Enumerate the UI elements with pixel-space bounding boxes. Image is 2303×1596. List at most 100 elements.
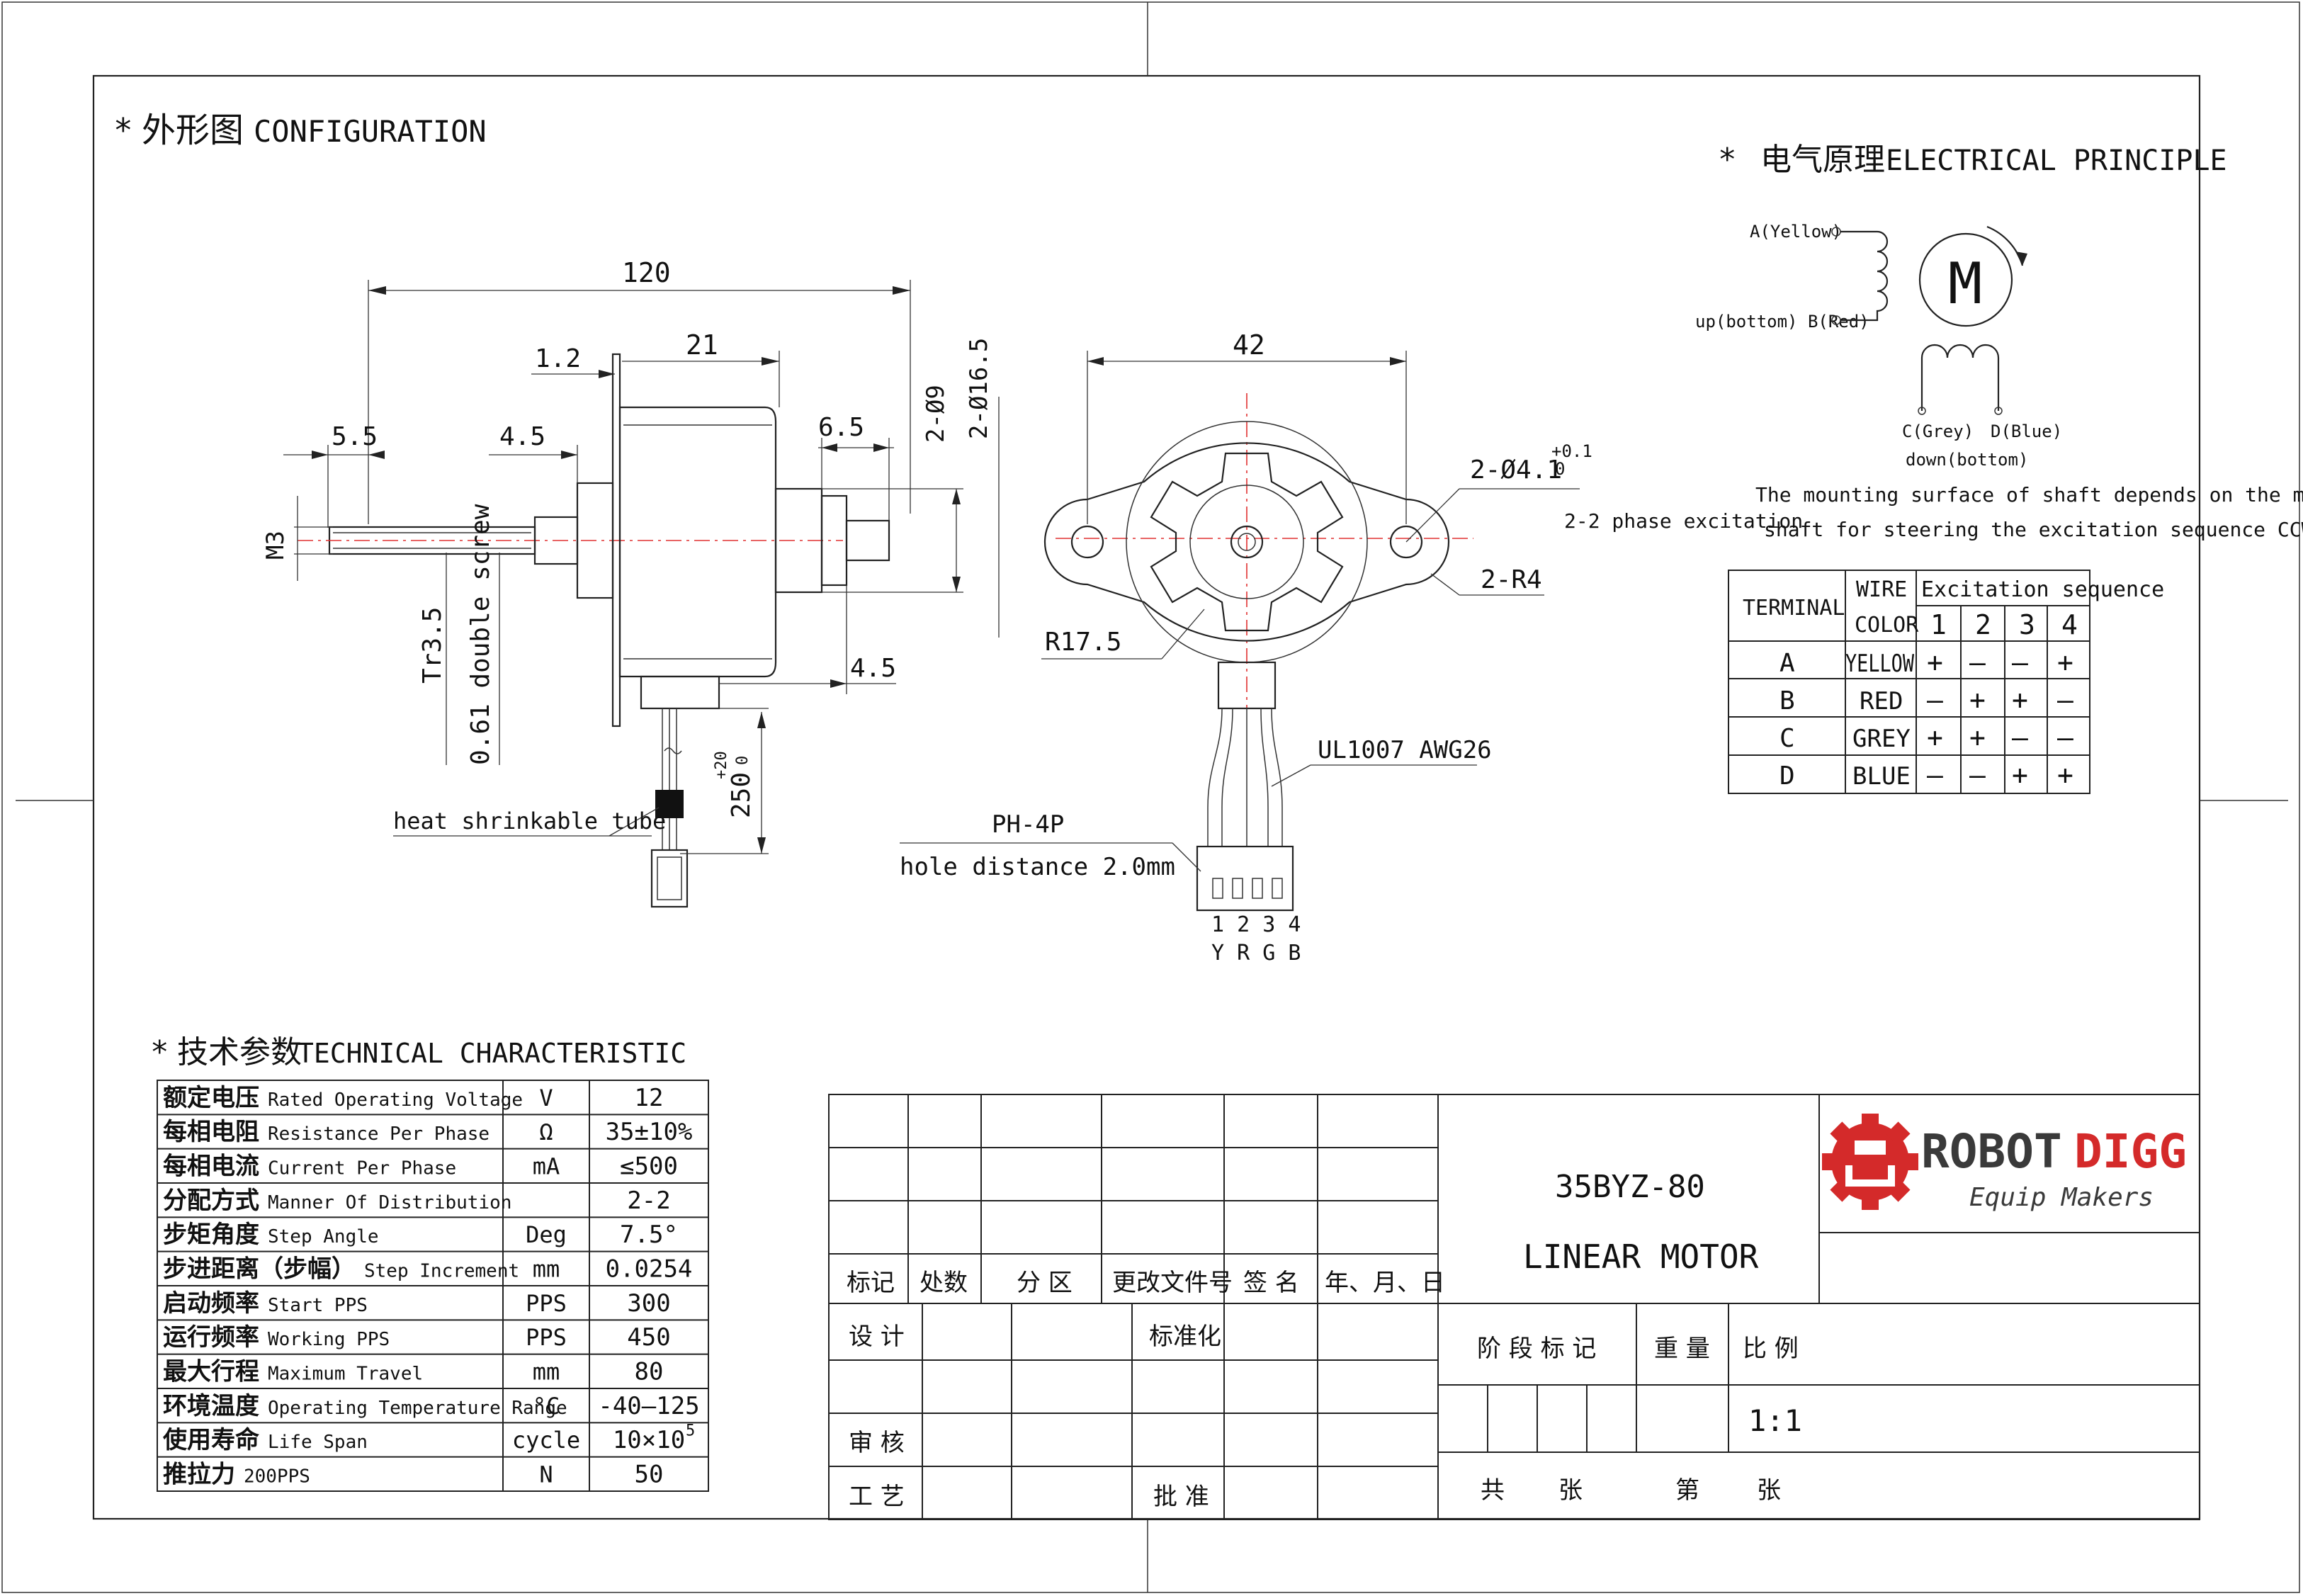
logo-gear-tooth: [1862, 1114, 1879, 1131]
tech-param-name-cn: 最大行程: [163, 1357, 259, 1386]
svg-text:UL1007 AWG26: UL1007 AWG26: [1318, 736, 1492, 764]
svg-text:+: +: [2057, 759, 2073, 791]
svg-text:R17.5: R17.5: [1045, 628, 1121, 657]
tech-param-unit: cycle: [512, 1427, 580, 1454]
svg-text:标记: 标记: [847, 1269, 895, 1297]
svg-text:+: +: [1969, 684, 1986, 715]
svg-text:电气原理: 电气原理: [1760, 142, 1885, 178]
svg-text:0.61 double screw: 0.61 double screw: [466, 504, 495, 765]
configuration-heading: * 外形图 CONFIGURATION: [113, 111, 487, 150]
svg-text:—: —: [1927, 684, 1943, 715]
svg-text:1.2: 1.2: [535, 344, 581, 373]
tech-param-value: 80: [635, 1357, 664, 1386]
tech-param-name-en: Operating Temperature Range: [268, 1398, 567, 1419]
tech-param-name-en: Start PPS: [268, 1295, 368, 1316]
excitation-sequence-table: TERMINAL WIRE COLOR Excitation sequence …: [1728, 570, 2164, 794]
svg-text:阶 段 标 记: 阶 段 标 记: [1477, 1335, 1596, 1363]
tech-param-unit: mm: [533, 1358, 560, 1385]
svg-text:2-Ø4.1: 2-Ø4.1: [1470, 455, 1562, 485]
svg-text:ROBOT: ROBOT: [1921, 1124, 2062, 1179]
svg-text:Excitation sequence: Excitation sequence: [1921, 577, 2164, 602]
tech-param-unit: mm: [533, 1255, 560, 1282]
svg-text:CONFIGURATION: CONFIGURATION: [254, 114, 487, 149]
tech-param-unit: Ω: [539, 1119, 553, 1145]
tech-param-unit: PPS: [526, 1290, 567, 1317]
svg-text:—: —: [1927, 759, 1943, 791]
svg-text:DIGG: DIGG: [2074, 1124, 2187, 1179]
tech-param-name-en: 200PPS: [244, 1466, 310, 1487]
svg-text:1: 1: [1930, 609, 1947, 640]
svg-text:shaft for steering the excitat: shaft for steering the excitation sequen…: [1764, 518, 2303, 541]
tech-param-value: -40—125: [598, 1392, 699, 1420]
tech-param-value: 35±10%: [606, 1118, 693, 1146]
svg-text:1:1: 1:1: [1748, 1403, 1802, 1438]
svg-text:*: *: [113, 111, 133, 149]
svg-text:工 艺: 工 艺: [849, 1483, 905, 1511]
tech-param-value: 50: [635, 1460, 664, 1488]
tech-param-value: 7.5°: [620, 1221, 678, 1249]
svg-text:ELECTRICAL PRINCIPLE: ELECTRICAL PRINCIPLE: [1886, 145, 2227, 177]
svg-text:审 核: 审 核: [849, 1429, 905, 1457]
svg-text:M: M: [1948, 251, 1982, 317]
tech-param-name-cn: 运行频率: [163, 1323, 259, 1352]
tech-param-name-cn: 额定电压: [163, 1084, 259, 1112]
technical-heading: * 技术参数 TECHNICAL CHARACTERISTIC: [150, 1034, 686, 1070]
svg-text:250: 250: [727, 772, 756, 818]
tech-param-unit: °C: [533, 1393, 560, 1420]
svg-text:0: 0: [734, 756, 752, 765]
svg-text:B: B: [1779, 686, 1795, 715]
svg-text:Tr3.5: Tr3.5: [418, 607, 447, 684]
svg-text:YELLOW: YELLOW: [1845, 650, 1914, 678]
svg-text:2-R4: 2-R4: [1481, 565, 1542, 594]
title-block: 标记 处数 分 区 更改文件号 签 名 年、月、日 设 计 标准化 审 核 工 …: [828, 1094, 2200, 1520]
tech-param-name-cn: 推拉力: [163, 1460, 235, 1488]
svg-text:2-Ø16.5: 2-Ø16.5: [965, 338, 993, 439]
logo-gear-tooth: [1886, 1121, 1911, 1146]
svg-text:D(Blue): D(Blue): [1991, 421, 2062, 441]
tech-param-unit: PPS: [526, 1324, 567, 1351]
svg-text:D: D: [1779, 762, 1795, 791]
svg-text:Equip Makers: Equip Makers: [1969, 1183, 2154, 1212]
svg-text:张: 张: [1558, 1476, 1583, 1505]
svg-text:—: —: [2012, 722, 2028, 753]
tech-param-name-cn: 环境温度: [163, 1392, 259, 1420]
svg-text:0: 0: [1555, 459, 1565, 479]
svg-text:+: +: [2057, 647, 2073, 678]
life-span-exponent: 5: [686, 1422, 695, 1440]
svg-text:张: 张: [1757, 1476, 1781, 1505]
tech-param-name-en: Rated Operating Voltage: [268, 1090, 523, 1111]
svg-text:C: C: [1779, 724, 1795, 753]
svg-text:4.5: 4.5: [850, 654, 896, 683]
tech-param-value: ≤500: [620, 1152, 678, 1180]
tech-param-name-cn: 每相电阻: [163, 1118, 259, 1146]
svg-text:42: 42: [1233, 329, 1265, 361]
svg-text:比 例: 比 例: [1743, 1335, 1799, 1363]
svg-text:3: 3: [2019, 609, 2035, 640]
electrical-principle: * 电气原理 ELECTRICAL PRINCIPLE A(Yellow) up…: [1564, 142, 2303, 541]
tech-param-value: 2-2: [627, 1187, 670, 1215]
svg-text:1 2 3 4: 1 2 3 4: [1211, 912, 1301, 937]
svg-text:PH-4P: PH-4P: [992, 810, 1064, 839]
svg-text:The mounting surface of shaft: The mounting surface of shaft depends on…: [1755, 483, 2303, 506]
svg-text:BLUE: BLUE: [1852, 762, 1911, 791]
tech-param-name-en: Manner Of Distribution: [268, 1192, 511, 1213]
tech-param-value: 12: [635, 1084, 664, 1112]
tech-param-unit: mA: [533, 1153, 560, 1179]
svg-text:M3: M3: [261, 531, 290, 560]
svg-text:Y R G B: Y R G B: [1211, 941, 1301, 966]
svg-text:COLOR: COLOR: [1855, 613, 1919, 638]
svg-text:技术参数: 技术参数: [177, 1034, 302, 1070]
svg-text:21: 21: [686, 329, 718, 361]
svg-text:第: 第: [1675, 1476, 1699, 1505]
tech-param-value: 300: [627, 1289, 670, 1318]
svg-text:批 准: 批 准: [1153, 1483, 1209, 1511]
svg-text:+: +: [1927, 722, 1943, 753]
svg-text:TERMINAL: TERMINAL: [1743, 596, 1845, 621]
svg-text:4.5: 4.5: [499, 422, 545, 451]
svg-text:*: *: [150, 1034, 169, 1070]
logo-gear-tooth: [1901, 1153, 1918, 1170]
svg-text:2-Ø9: 2-Ø9: [922, 385, 950, 443]
svg-text:TECHNICAL CHARACTERISTIC: TECHNICAL CHARACTERISTIC: [298, 1038, 686, 1069]
svg-text:外形图: 外形图: [142, 111, 244, 150]
